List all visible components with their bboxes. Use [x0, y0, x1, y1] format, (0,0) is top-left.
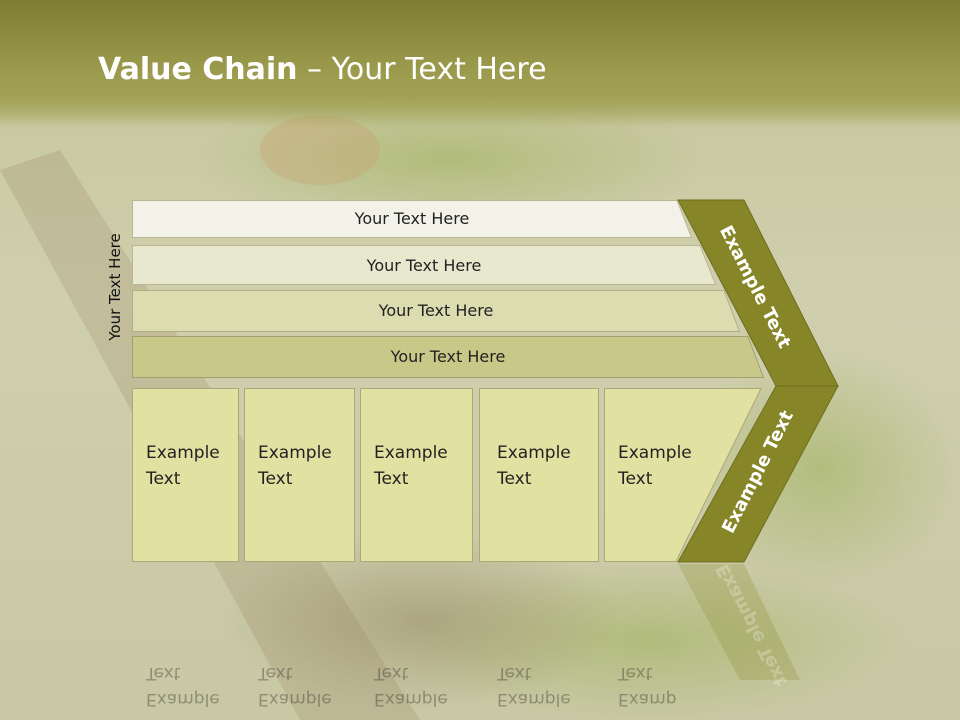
slide-title: Value Chain – Your Text Here [98, 52, 547, 87]
row-2-label: Your Text Here [366, 256, 482, 275]
row-4-label: Your Text Here [390, 347, 506, 366]
box-4-line1: Example [497, 443, 571, 463]
box-2-line1: Example [258, 443, 332, 463]
box-2-line2: Text [258, 469, 293, 489]
row-3: Your Text Here [132, 290, 740, 332]
box-5-line1: Example [618, 443, 692, 463]
box-1-line1: Example [146, 443, 220, 463]
box-5-line2: Text [618, 469, 653, 489]
box-1-line2: Text [146, 469, 181, 489]
title-band [0, 0, 960, 130]
chevron-lower [677, 385, 839, 563]
row-1-label: Your Text Here [354, 209, 470, 228]
box-3-line2: Text [374, 469, 409, 489]
box-4-line2: Text [497, 469, 532, 489]
box-3-line1: Example [374, 443, 448, 463]
row-4: Your Text Here [132, 336, 764, 378]
title-rest-part: – Your Text Here [297, 52, 547, 87]
title-bold-part: Value Chain [98, 52, 298, 87]
row-3-label: Your Text Here [378, 301, 494, 320]
row-1: Your Text Here [132, 200, 692, 238]
row-2: Your Text Here [132, 245, 716, 285]
chevron-reflection [678, 564, 800, 680]
